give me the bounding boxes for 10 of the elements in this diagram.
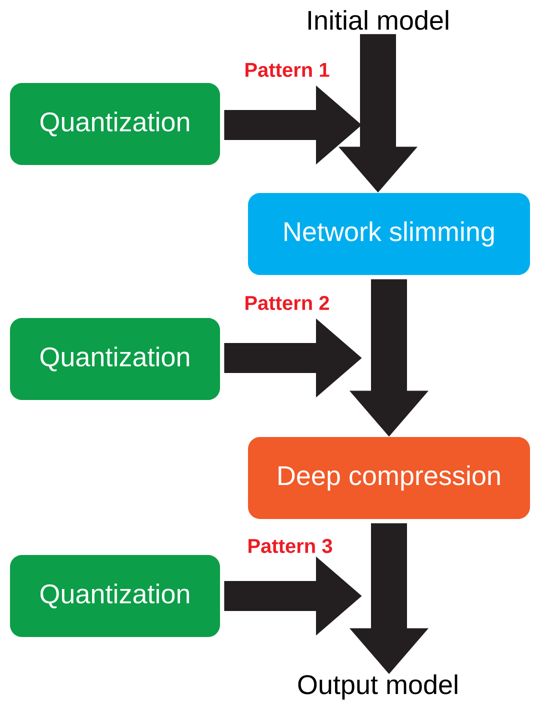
- edge-label: Pattern 3: [248, 538, 332, 554]
- edge-label: Pattern 2: [246, 296, 329, 310]
- model-label: Initial model: [308, 10, 448, 30]
- process-box: Deep compression: [248, 437, 530, 519]
- process-box: Quantization: [10, 555, 220, 637]
- process-box: Network slimming: [248, 193, 530, 275]
- process-box: Quantization: [10, 318, 220, 400]
- model-label: Output model: [298, 674, 458, 700]
- process-box: Quantization: [10, 83, 220, 165]
- edge-label: Pattern 1: [246, 63, 330, 77]
